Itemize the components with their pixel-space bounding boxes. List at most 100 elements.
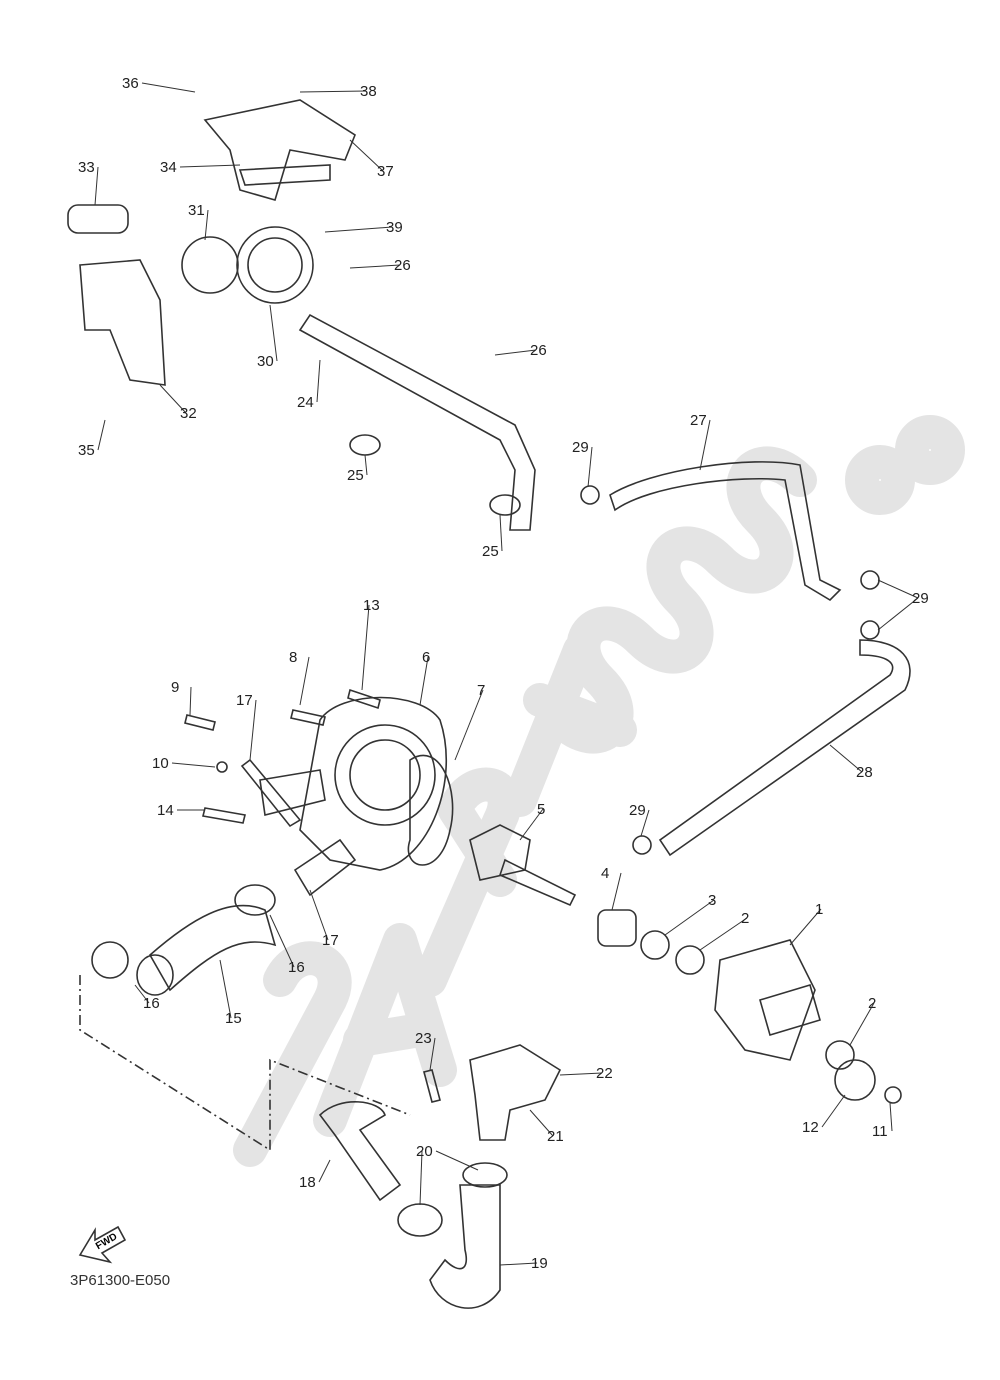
callout-38: 38 [299,83,377,100]
callout-32: 32 [159,384,197,422]
leader-line [829,744,863,773]
callout-number: 13 [363,597,380,614]
callout-20: 20 [416,1143,479,1206]
leader-line [309,889,329,941]
callout-number: 1 [815,901,823,918]
leader-line [519,808,544,841]
callout-25: 25 [482,514,503,560]
callout-number: 31 [188,202,205,219]
callout-9: 9 [171,679,192,716]
callout-number: 7 [477,682,485,699]
callout-number: 27 [690,412,707,429]
leader-line [134,984,150,1004]
callout-number: 23 [415,1030,432,1047]
callout-number: 15 [225,1010,242,1027]
fwd-label: FWD [94,1231,119,1252]
callout-number: 6 [422,649,430,666]
diagram-code: 3P61300-E050 [70,1272,171,1289]
callout-26: 26 [494,342,547,359]
leader-line [141,82,196,93]
callout-1: 1 [789,901,823,946]
callout-2: 2 [699,910,749,951]
callout-29: 29 [877,579,929,631]
leader-line [219,959,232,1019]
leader-line [664,899,715,936]
callout-4: 4 [601,865,622,911]
callout-24: 24 [297,359,321,411]
callout-number: 39 [386,219,403,236]
callout-39: 39 [324,219,403,236]
leader-line [316,359,321,403]
leader-line [789,908,822,946]
callout-29: 29 [629,802,650,837]
leader-line [171,762,216,768]
callout-number: 30 [257,353,274,370]
callout-35: 35 [78,419,106,459]
leader-line [364,454,368,476]
callout-8: 8 [289,649,310,706]
callout-number: 17 [322,932,339,949]
callout-6: 6 [419,649,430,706]
leader-line [324,226,393,233]
leader-line [640,809,650,837]
callout-17: 17 [309,889,339,949]
leader-line [361,604,370,691]
callout-number: 10 [152,755,169,772]
callout-number: 35 [78,442,95,459]
leader-line [587,446,593,488]
callout-3: 3 [664,892,716,936]
callout-10: 10 [152,755,216,772]
callout-number: 26 [394,257,411,274]
callout-number: 25 [347,467,364,484]
leader-line [349,139,384,172]
callout-number: 24 [297,394,314,411]
leader-line [318,1159,331,1183]
callout-number: 2 [868,995,876,1012]
callout-number: 37 [377,163,394,180]
callout-21: 21 [529,1109,564,1145]
leader-line [189,686,192,716]
callout-37: 37 [349,139,394,180]
watermark-logo [233,415,965,1167]
callout-36: 36 [122,75,196,93]
callout-33: 33 [78,159,99,206]
callout-13: 13 [361,597,380,691]
callout-number: 25 [482,543,499,560]
callout-number: 16 [288,959,305,976]
callout-number: 3 [708,892,716,909]
leader-line [499,514,503,552]
leader-line [494,349,537,356]
callout-number: 19 [531,1255,548,1272]
leader-line [429,1037,436,1071]
leader-line [877,579,919,599]
callout-25: 25 [347,454,368,484]
callout-16: 16 [269,914,305,976]
fwd-arrow-icon: FWD [78,1225,127,1264]
callout-23: 23 [415,1030,436,1071]
callout-number: 16 [143,995,160,1012]
leader-line [159,384,187,414]
callout-number: 11 [872,1123,888,1140]
callout-2: 2 [849,995,876,1046]
part-shapes: FWD [67,99,911,1309]
callout-number: 33 [78,159,95,176]
leader-line [419,656,429,706]
leader-line [349,264,401,269]
callout-11: 11 [872,1102,893,1140]
callout-34: 34 [160,159,241,176]
leader-line [299,656,310,706]
callout-number: 29 [629,802,646,819]
callout-5: 5 [519,801,545,841]
callout-number: 14 [157,802,174,819]
callout-19: 19 [499,1255,548,1272]
leader-line [454,689,484,761]
callout-number: 9 [171,679,179,696]
callout-number: 38 [360,83,377,100]
callout-number: 34 [160,159,177,176]
callout-number: 5 [537,801,545,818]
leader-line [889,1102,893,1132]
callout-28: 28 [829,744,873,781]
callout-number: 36 [122,75,139,92]
callout-number: 29 [572,439,589,456]
